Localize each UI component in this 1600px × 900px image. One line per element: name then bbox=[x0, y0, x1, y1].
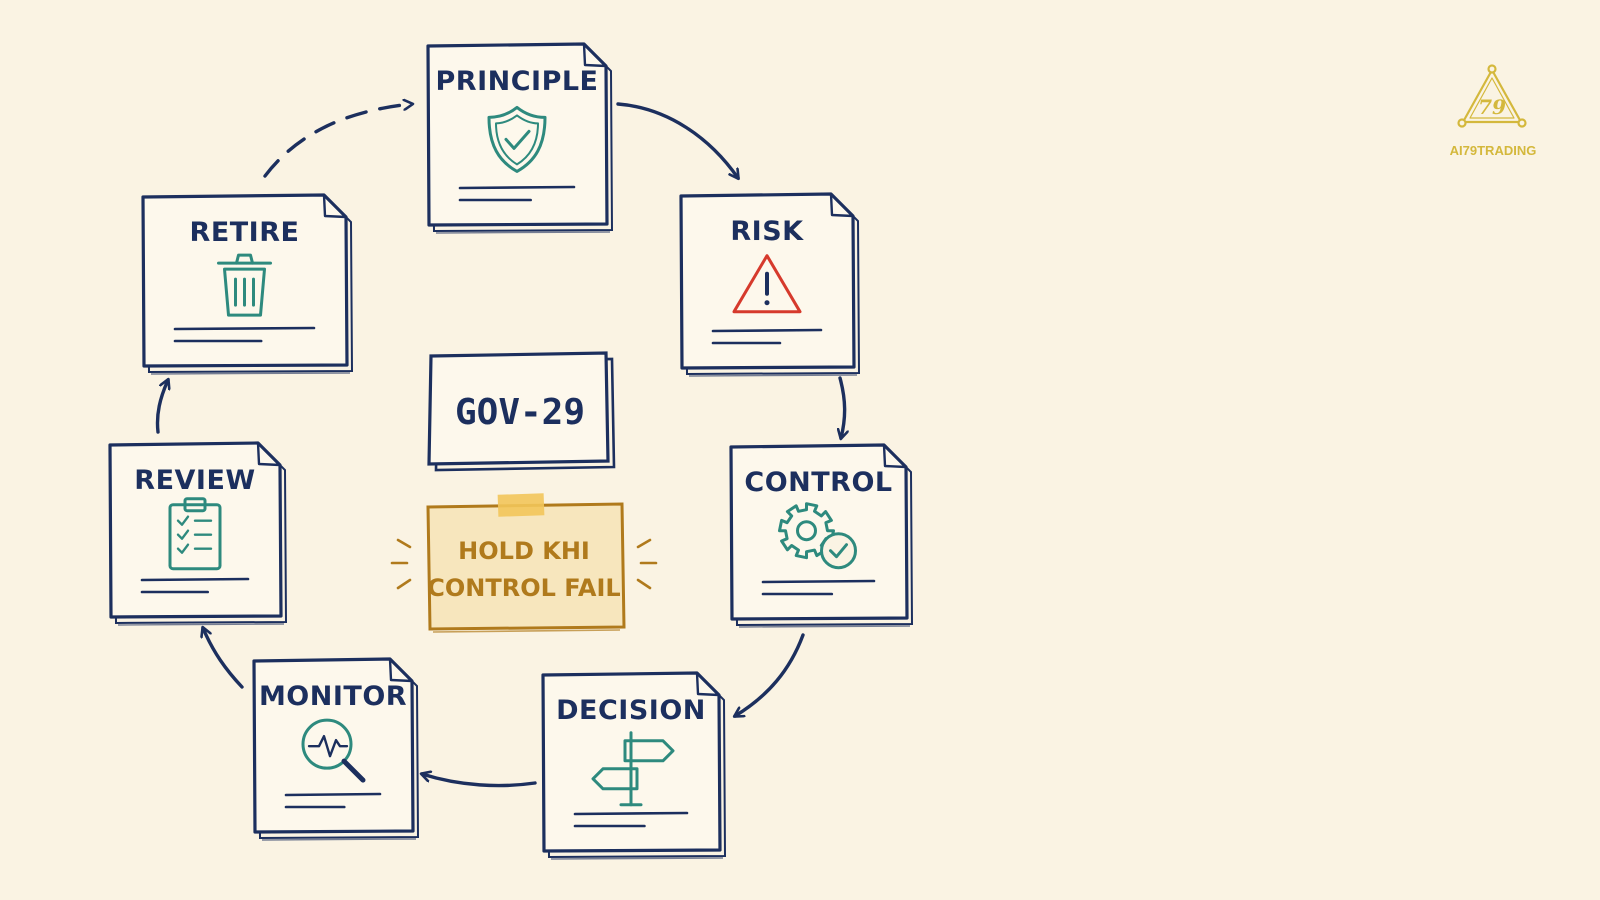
card-text-line bbox=[458, 185, 576, 190]
signpost-icon bbox=[591, 731, 675, 807]
shield-check-icon bbox=[487, 105, 547, 173]
gov-code-label: GOV-29 bbox=[455, 392, 585, 433]
arrow-monitor-to-review bbox=[203, 628, 244, 689]
note-emphasis-marks bbox=[390, 538, 658, 590]
arrow-review-to-retire bbox=[155, 380, 168, 434]
magnifier-pulse-icon bbox=[301, 718, 366, 783]
hold-note: HOLD KHI CONTROL FAIL bbox=[390, 493, 658, 633]
card-text-line bbox=[711, 328, 823, 333]
card-principle-title: PRINCIPLE bbox=[435, 66, 598, 97]
card-review: REVIEW bbox=[108, 441, 288, 626]
card-control-title: CONTROL bbox=[744, 467, 892, 498]
cycle-cards: PRINCIPLE RISK CONTROL DECISION MONITOR REVIE… bbox=[108, 42, 914, 860]
card-risk: RISK bbox=[679, 192, 861, 377]
gear-check-icon bbox=[778, 502, 857, 570]
card-text-line bbox=[573, 811, 689, 816]
trash-icon bbox=[217, 253, 272, 317]
card-text-line bbox=[140, 577, 250, 582]
card-decision-title: DECISION bbox=[556, 695, 706, 726]
card-monitor: MONITOR bbox=[252, 657, 420, 841]
gov-code-card: GOV-29 bbox=[427, 351, 616, 472]
card-risk-title: RISK bbox=[730, 216, 804, 247]
cycle-arrows bbox=[155, 102, 845, 788]
logo-mark: 79 bbox=[1478, 95, 1506, 119]
card-decision: DECISION bbox=[541, 671, 727, 860]
card-monitor-title: MONITOR bbox=[259, 681, 407, 712]
card-text-line bbox=[173, 326, 316, 331]
logo-triangle-icon bbox=[1457, 64, 1527, 128]
note-line-2: CONTROL FAIL bbox=[427, 574, 620, 602]
card-text-line bbox=[761, 579, 876, 584]
arrow-control-to-decision bbox=[735, 633, 805, 716]
card-retire: RETIRE bbox=[141, 193, 354, 375]
card-principle: PRINCIPLE bbox=[426, 42, 614, 234]
arrow-risk-to-control bbox=[840, 376, 845, 438]
clipboard-check-icon bbox=[168, 497, 222, 571]
card-control: CONTROL bbox=[729, 443, 914, 628]
tape-strip bbox=[497, 493, 545, 517]
warning-triangle-icon bbox=[732, 254, 802, 314]
brand-logo: 79 AI79TRADING bbox=[1450, 64, 1537, 158]
note-line-1: HOLD KHI bbox=[458, 537, 590, 565]
card-text-line bbox=[284, 792, 382, 797]
logo-brand-text: AI79TRADING bbox=[1450, 143, 1537, 158]
arrow-decision-to-monitor bbox=[422, 774, 537, 788]
arrow-principle-to-risk bbox=[616, 102, 738, 178]
card-review-title: REVIEW bbox=[134, 465, 255, 496]
arrow-retire-to-principle-dashed bbox=[263, 104, 412, 178]
card-retire-title: RETIRE bbox=[190, 217, 300, 248]
